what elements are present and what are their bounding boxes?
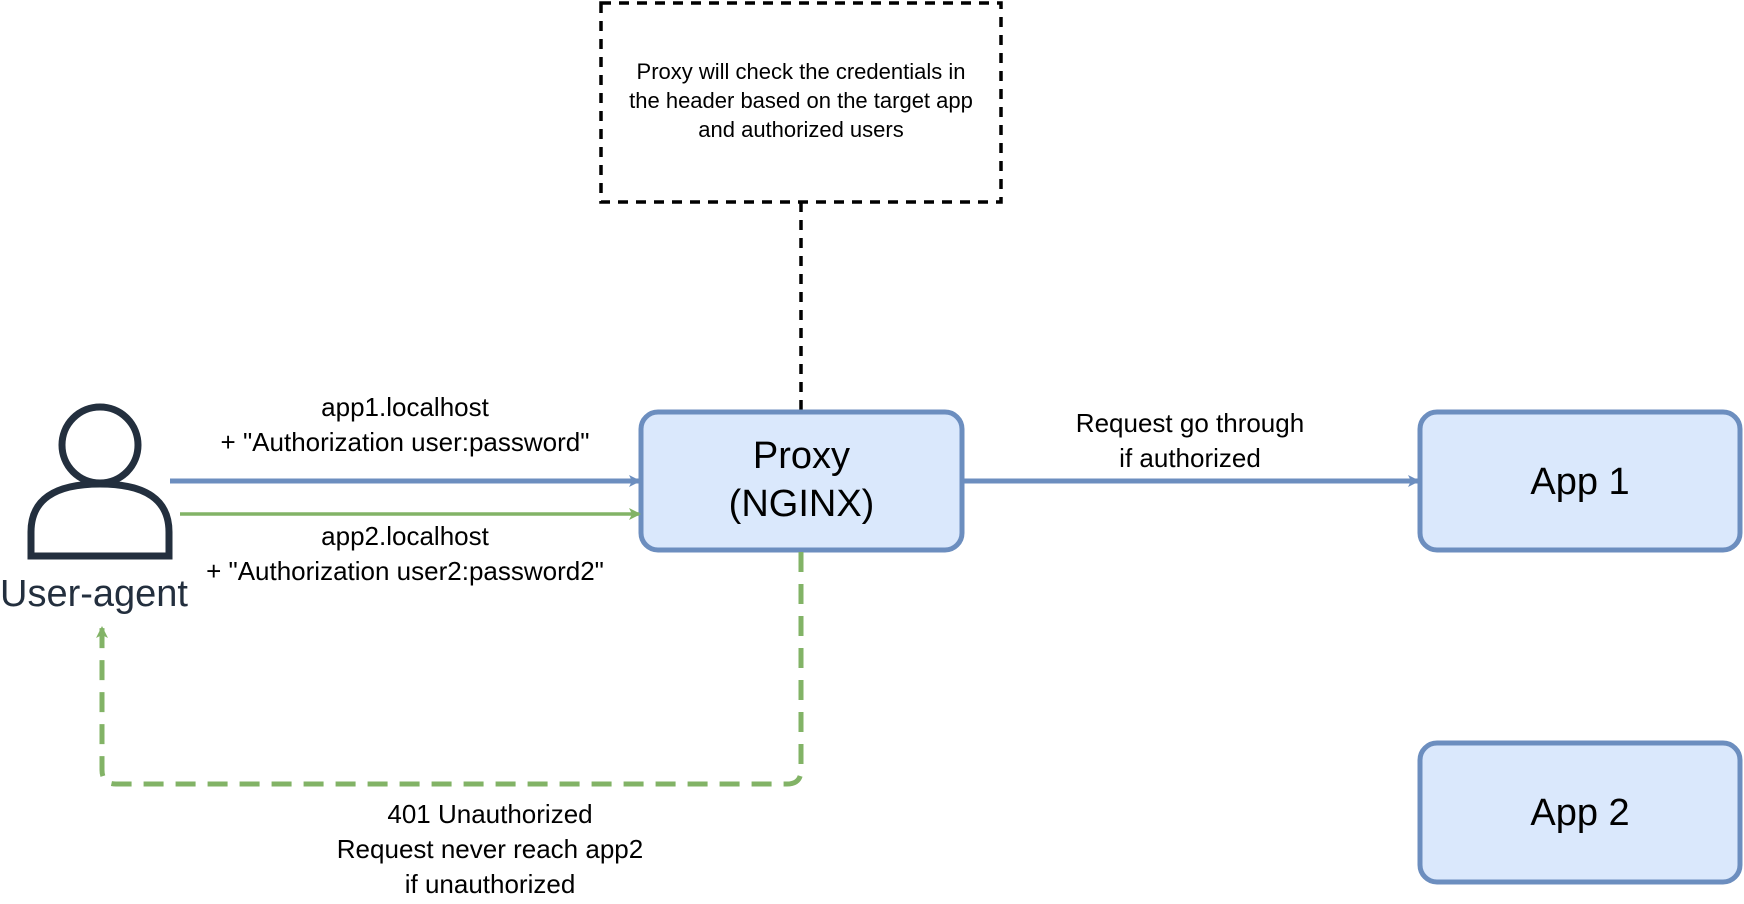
user-label: User-agent — [0, 573, 188, 615]
app1-node — [1417, 409, 1743, 553]
edge-label-proxy-to-app1: Request go through if authorized — [1075, 408, 1305, 473]
app1-label: App 1 — [1530, 461, 1630, 503]
note-text: Proxy will check the credentials in the … — [629, 59, 973, 142]
proxy-node — [638, 409, 965, 553]
edge-proxy-to-user-401 — [96, 552, 804, 787]
user-icon — [27, 403, 173, 560]
edge-label-app1-request: app1.localhost + "Authorization user:pas… — [220, 392, 590, 457]
app2-node — [1417, 740, 1743, 885]
edge-label-app2-request: app2.localhost + "Authorization user2:pa… — [206, 521, 604, 586]
app2-label: App 2 — [1530, 792, 1630, 834]
edge-label-401: 401 Unauthorized Request never reach app… — [336, 799, 644, 899]
proxy-label: Proxy (NGINX) — [728, 435, 875, 525]
